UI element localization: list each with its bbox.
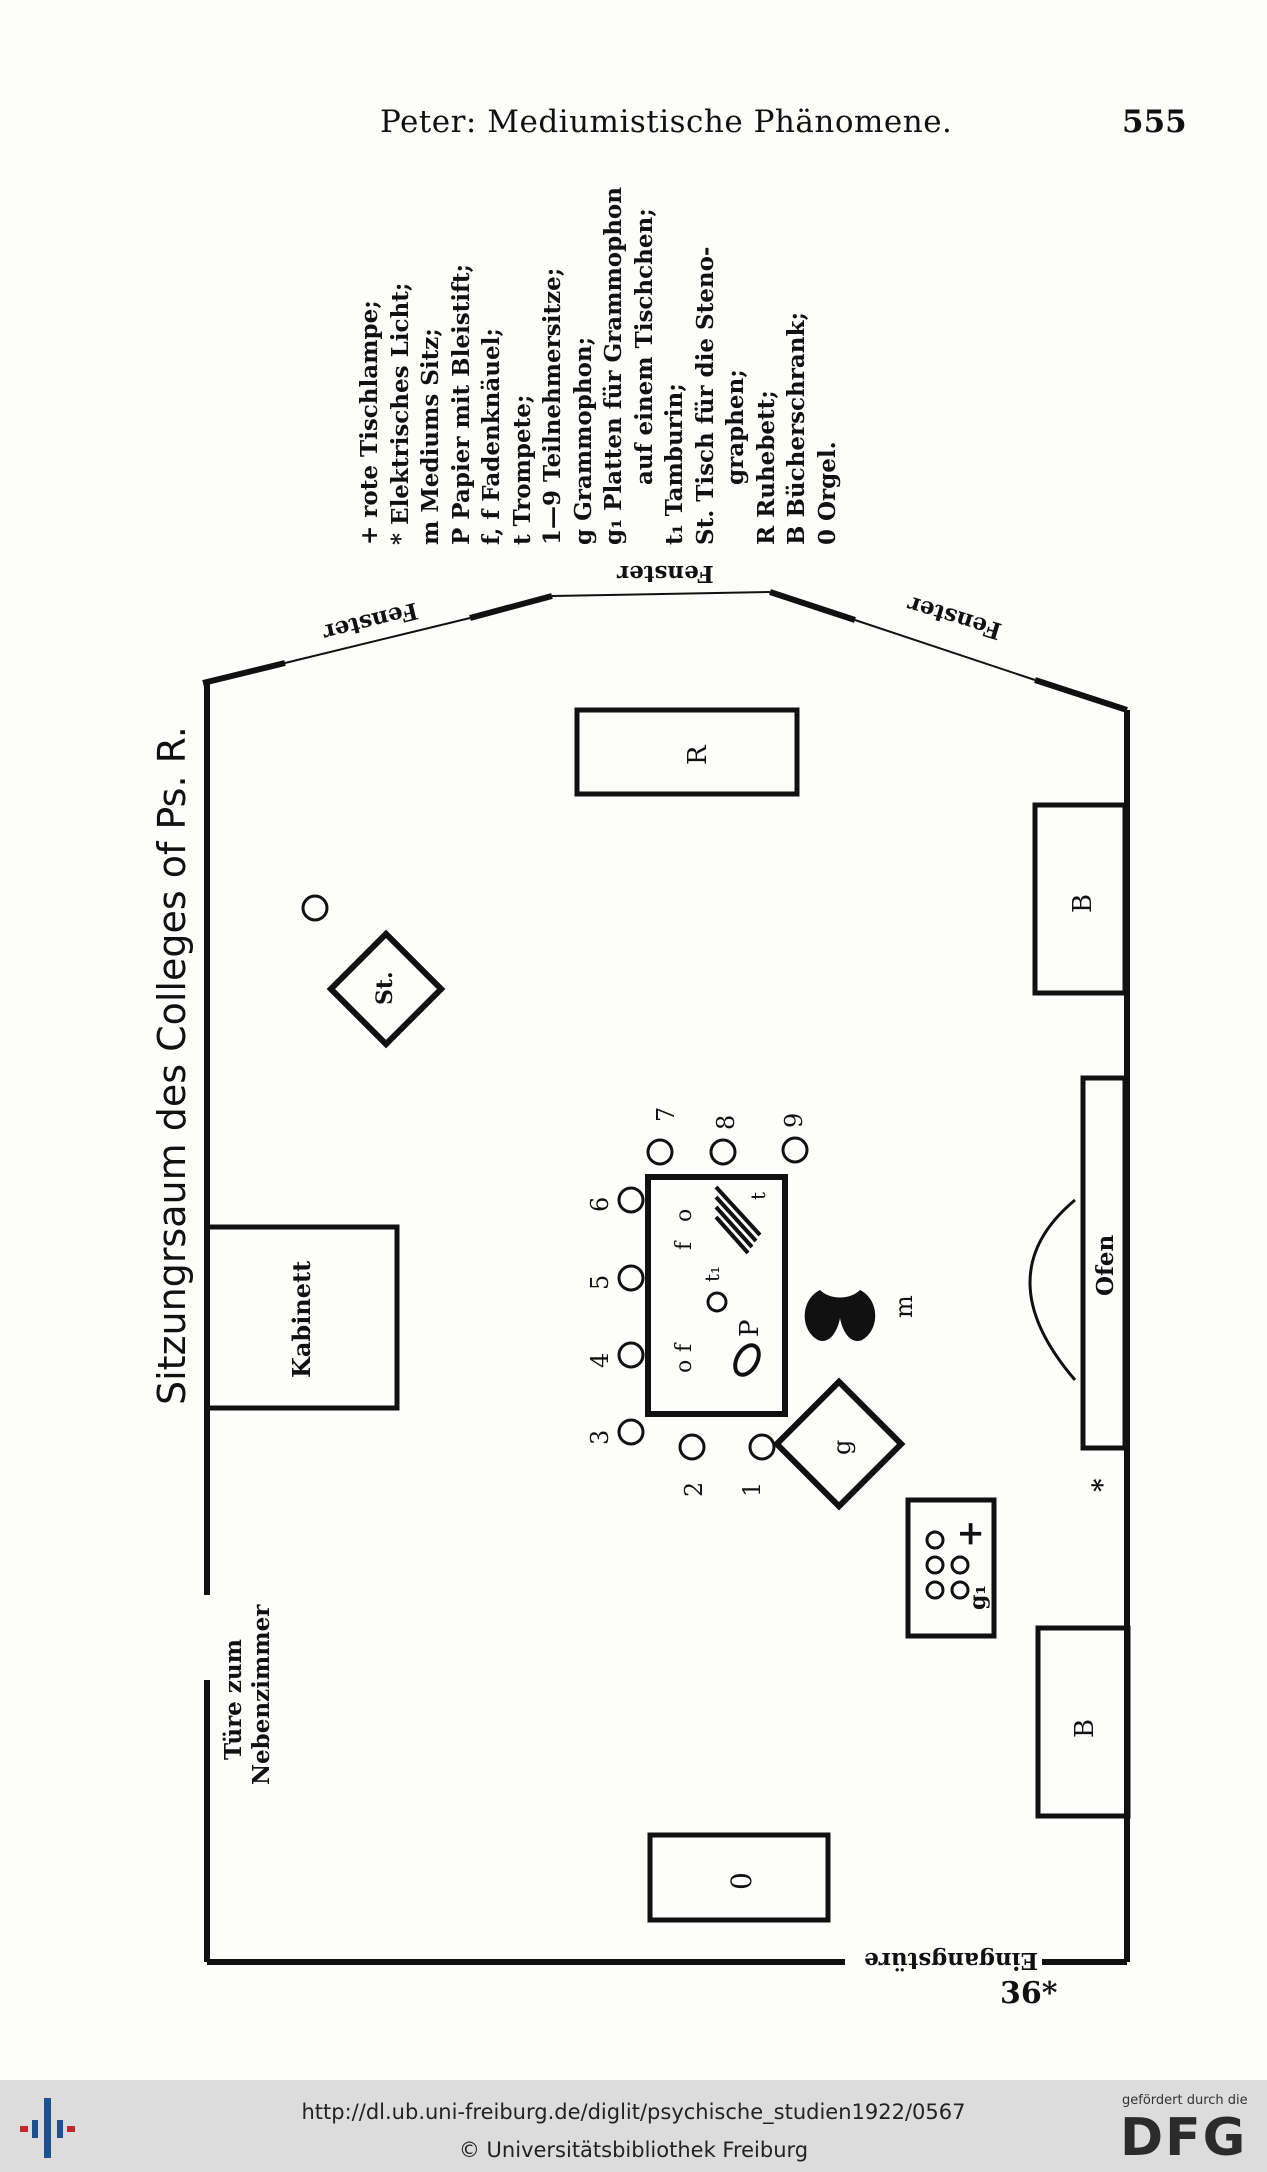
- legend-item: R Ruhebett;: [752, 390, 780, 545]
- window-label-center: Fenster: [617, 560, 714, 587]
- seat-5: [617, 1264, 645, 1292]
- footer-url-link[interactable]: http://dl.ub.uni-freiburg.de/diglit/psyc…: [301, 2100, 966, 2124]
- plan-title: Sitzungrsaum des Colleges of Ps. R.: [150, 726, 194, 1405]
- seat-7: [646, 1138, 674, 1166]
- seat-number-5: 5: [586, 1274, 614, 1290]
- schrank-box-upper: [1032, 802, 1128, 996]
- faden-f1-label: f: [672, 1343, 697, 1352]
- orgel-label: 0: [725, 1872, 758, 1890]
- lampe-label: +: [950, 1519, 990, 1549]
- platten-table: [905, 1497, 997, 1639]
- platte-1: [925, 1530, 945, 1550]
- legend-item: P Papier mit Bleistift;: [447, 263, 475, 545]
- legend-item: m Mediums Sitz;: [417, 328, 444, 545]
- faden-o1-label: o: [672, 1359, 697, 1373]
- dfg-logo: DFG: [1120, 2108, 1248, 2168]
- grammophon-label: g: [828, 1439, 856, 1455]
- door-label-line2: Nebenzimmer: [248, 1604, 275, 1785]
- medium-label: m: [890, 1295, 918, 1318]
- legend-item: t Trompete;: [508, 394, 536, 545]
- steno-table: [326, 929, 446, 1049]
- schrank-box-lower: [1035, 1625, 1131, 1819]
- schrank-label-lower: B: [1070, 1718, 1100, 1738]
- legend-item: g Grammophon;: [569, 336, 597, 545]
- page-number: 555: [1122, 104, 1187, 140]
- legend-item: St. Tisch für die Steno-: [691, 246, 719, 545]
- platte-4: [950, 1580, 970, 1600]
- ruhebett-box: [574, 707, 800, 797]
- seat-4: [617, 1341, 645, 1369]
- ruhebett-label: R: [683, 745, 713, 765]
- faden-f2-label: f: [672, 1241, 697, 1250]
- signature-mark: 36*: [1000, 1976, 1058, 2011]
- tamburin-circle: [706, 1291, 728, 1313]
- ub-freiburg-logo-icon: [20, 2098, 75, 2158]
- schrank-label-upper: B: [1068, 893, 1098, 913]
- legend-item: t₁ Tamburin;: [661, 383, 688, 545]
- floor-plan: [202, 589, 1131, 1965]
- papier-mark: [733, 1343, 761, 1377]
- papier-label: P: [735, 1319, 765, 1338]
- seat-number-8: 8: [712, 1114, 740, 1130]
- tamburin-label: t₁: [700, 1265, 724, 1282]
- legend-item: * Elektrisches Licht;: [386, 282, 414, 545]
- legend-item: 0 Orgel.: [813, 441, 841, 545]
- medium-chair: [804, 1290, 876, 1341]
- seat-number-6: 6: [586, 1196, 614, 1212]
- window-pane-2: [551, 591, 771, 597]
- licht-label: *: [1088, 1478, 1118, 1492]
- seat-6: [617, 1186, 645, 1214]
- platten-label: g₁: [965, 1584, 991, 1610]
- kabinett-label: Kabinett: [287, 1260, 316, 1378]
- ofen-arc: [1028, 1198, 1077, 1381]
- scanned-page: [0, 0, 1267, 2080]
- seat-number-2: 2: [680, 1481, 708, 1497]
- running-header: Peter: Mediumistische Phänomene.: [380, 104, 953, 140]
- window-wall-2: [469, 593, 553, 621]
- legend: + rote Tischlampe; * Elektrisches Licht;…: [355, 145, 915, 545]
- platte-3: [925, 1580, 945, 1600]
- window-pane-3: [854, 619, 1036, 681]
- kabinett-box: [204, 1224, 400, 1411]
- steno-label: St.: [372, 971, 398, 1005]
- seat-1: [748, 1433, 776, 1461]
- footer-copyright: © Universitätsbibliothek Freiburg: [458, 2138, 809, 2162]
- seat-9: [781, 1136, 809, 1164]
- door-label-line1: Türe zum: [220, 1639, 247, 1760]
- funder-label: gefördert durch die: [1122, 2093, 1248, 2108]
- seat-number-3: 3: [586, 1429, 614, 1445]
- trompete-label: t: [746, 1191, 770, 1200]
- platte-2: [925, 1555, 945, 1575]
- seat-8: [709, 1138, 737, 1166]
- seat-2: [678, 1433, 706, 1461]
- platte-5: [950, 1555, 970, 1575]
- seance-table: [645, 1174, 788, 1417]
- seat-3: [617, 1418, 645, 1446]
- extra-seat: [301, 894, 329, 922]
- footer-bar: [0, 2080, 1267, 2172]
- trompete-mark: [714, 1185, 762, 1255]
- seat-number-4: 4: [586, 1352, 614, 1368]
- legend-item: B Bücherschrank;: [783, 312, 810, 545]
- seat-number-7: 7: [652, 1106, 680, 1122]
- window-wall-3: [769, 589, 856, 623]
- window-wall-4: [1034, 677, 1128, 713]
- legend-item: auf einem Tischchen;: [630, 208, 658, 485]
- legend-item: + rote Tischlampe;: [356, 300, 383, 545]
- seat-number-1: 1: [738, 1481, 766, 1497]
- window-wall-1: [202, 660, 286, 686]
- ofen-label: Ofen: [1092, 1234, 1119, 1296]
- ofen-box: [1080, 1075, 1128, 1451]
- legend-item: graphen;: [722, 369, 749, 485]
- window-pane-1: [284, 617, 471, 664]
- seat-number-9: 9: [780, 1112, 808, 1128]
- entrance-label: Eingangstüre: [864, 1947, 1038, 1974]
- legend-item: 1—9 Teilnehmersitze;: [539, 267, 566, 545]
- orgel-box: [647, 1832, 831, 1923]
- faden-o2-label: o: [672, 1208, 697, 1222]
- legend-item: g₁ Platten für Grammophon: [600, 187, 627, 545]
- grammophon-table: [772, 1377, 906, 1511]
- legend-item: f, f Fadenknäuel;: [478, 328, 505, 545]
